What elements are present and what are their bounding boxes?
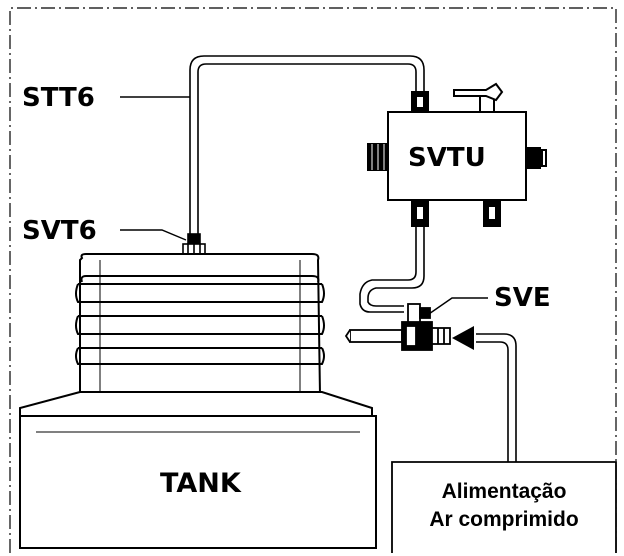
stt6-tube	[189, 55, 425, 236]
frame-border	[9, 7, 617, 553]
svt6-fitting	[182, 233, 206, 255]
svt6-leader	[120, 229, 187, 241]
supply-line-2: Ar comprimido	[429, 508, 578, 531]
supply-arrow	[452, 326, 474, 350]
supply-tube	[476, 333, 517, 462]
stt6-label: STT6	[22, 83, 95, 113]
svt6-label: SVT6	[22, 216, 97, 246]
svtu-label: SVTU	[408, 143, 486, 173]
supply-line-1: Alimentação	[442, 480, 567, 503]
sve-label: SVE	[494, 283, 551, 313]
sve-leader	[425, 297, 488, 317]
tank-shading	[99, 260, 301, 392]
tank-label: TANK	[160, 468, 242, 499]
svtu-sve-tube	[359, 226, 425, 313]
svtu-block	[367, 82, 547, 227]
tank	[19, 253, 377, 549]
supply-box	[391, 461, 617, 553]
sve-valve	[344, 303, 451, 351]
